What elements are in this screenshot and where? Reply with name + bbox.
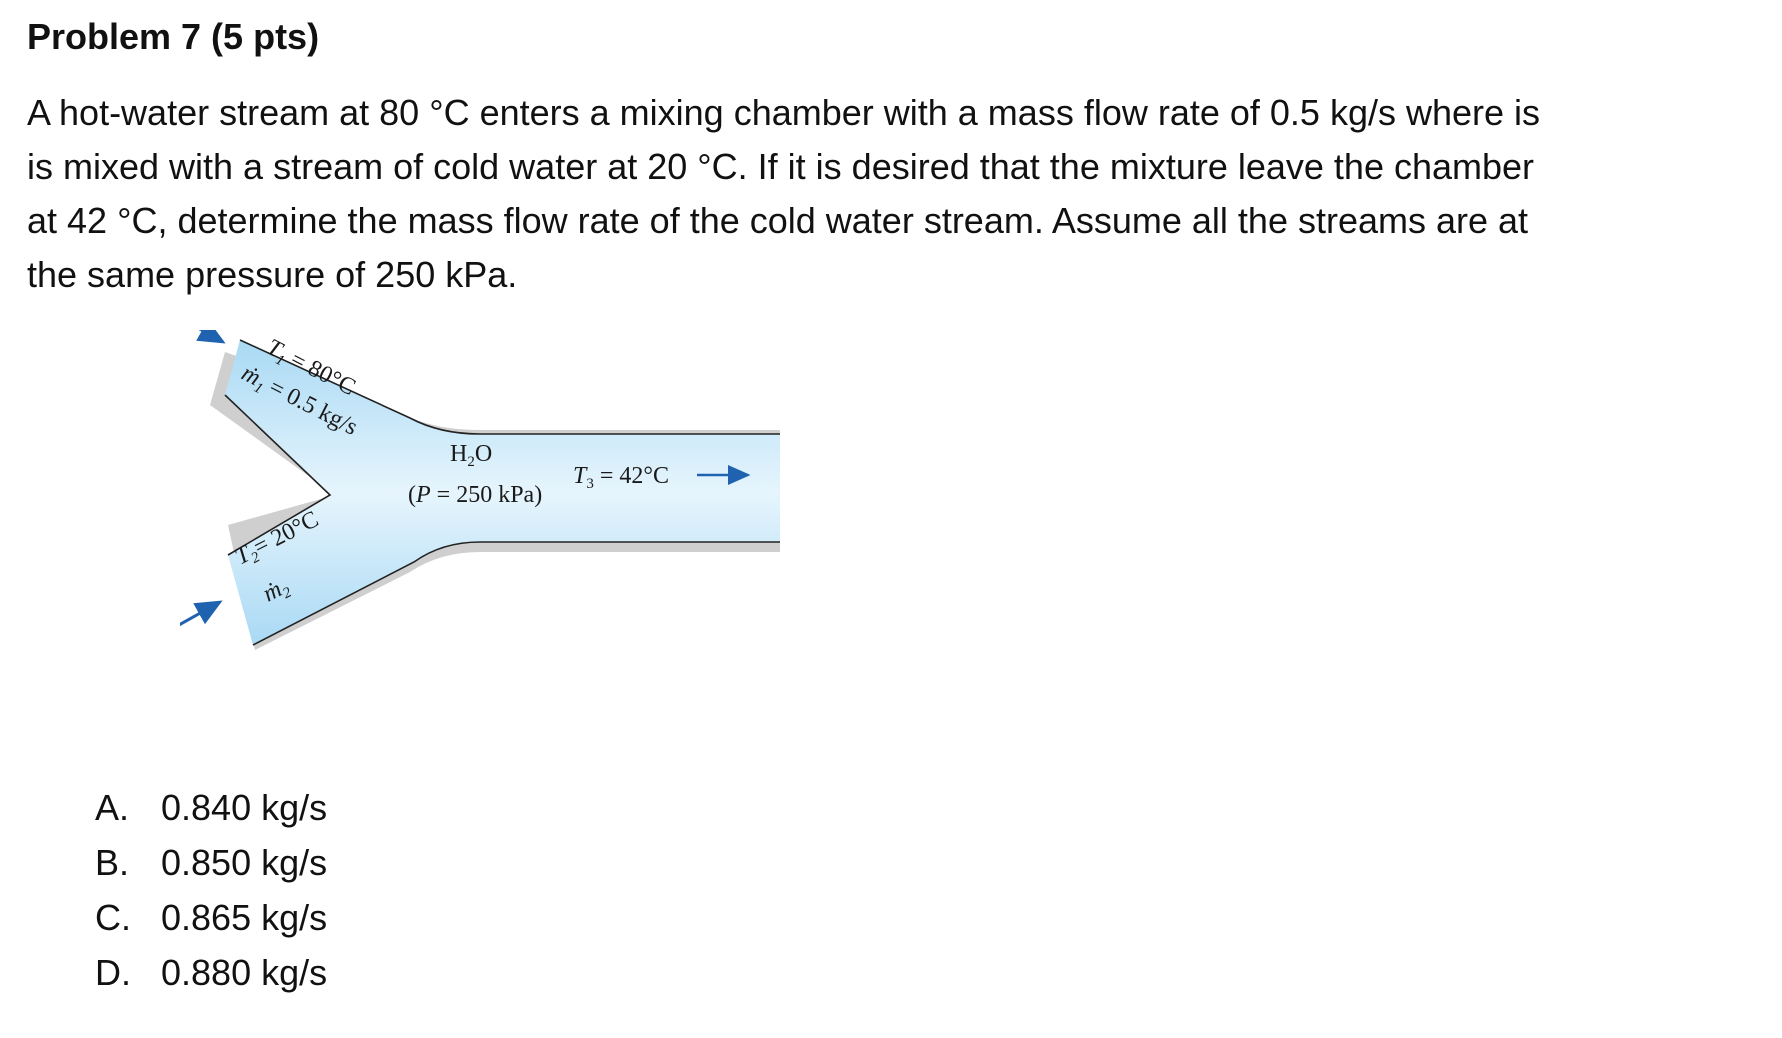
choice-letter: C. bbox=[95, 897, 131, 938]
problem-line-3: at 42 °C, determine the mass flow rate o… bbox=[27, 200, 1529, 241]
pressure-label: (P = 250 kPa) bbox=[408, 482, 542, 508]
problem-line-2: is mixed with a stream of cold water at … bbox=[27, 146, 1535, 187]
choice-value: 0.865 kg/s bbox=[161, 897, 328, 938]
problem-statement: A hot-water stream at 80 °C enters a mix… bbox=[27, 86, 1767, 302]
outlet-temp-label: T3 = 42°C bbox=[573, 463, 669, 492]
pipe-edge-bottom bbox=[252, 541, 780, 646]
choice-d[interactable]: D. 0.880 kg/s bbox=[95, 945, 327, 1000]
pipe-edge-top bbox=[239, 339, 780, 435]
choice-value: 0.880 kg/s bbox=[161, 952, 328, 993]
inlet1-arrow bbox=[196, 330, 226, 344]
water-region bbox=[225, 340, 780, 645]
choice-letter: A. bbox=[95, 787, 130, 828]
choice-value: 0.840 kg/s bbox=[161, 787, 328, 828]
problem-line-4: the same pressure of 250 kPa. bbox=[27, 254, 518, 295]
fluid-label: H2O bbox=[450, 441, 492, 470]
pipe-edge-inner bbox=[224, 394, 332, 556]
answer-choices: A. 0.840 kg/s B. 0.850 kg/s C. 0.865 kg/… bbox=[95, 780, 327, 1000]
choice-c[interactable]: C. 0.865 kg/s bbox=[95, 890, 327, 945]
problem-title: Problem 7 (5 pts) bbox=[27, 16, 320, 57]
choice-letter: B. bbox=[95, 842, 130, 883]
choice-letter: D. bbox=[95, 952, 131, 993]
choice-value: 0.850 kg/s bbox=[161, 842, 328, 883]
problem-line-1: A hot-water stream at 80 °C enters a mix… bbox=[27, 92, 1541, 133]
inlet2-arrow bbox=[180, 600, 223, 627]
mixing-chamber-diagram: T1 = 80°C ṁ1 = 0.5 kg/s T2= 20°C ṁ2 H2O … bbox=[180, 330, 780, 650]
choice-a[interactable]: A. 0.840 kg/s bbox=[95, 780, 327, 835]
choice-b[interactable]: B. 0.850 kg/s bbox=[95, 835, 327, 890]
